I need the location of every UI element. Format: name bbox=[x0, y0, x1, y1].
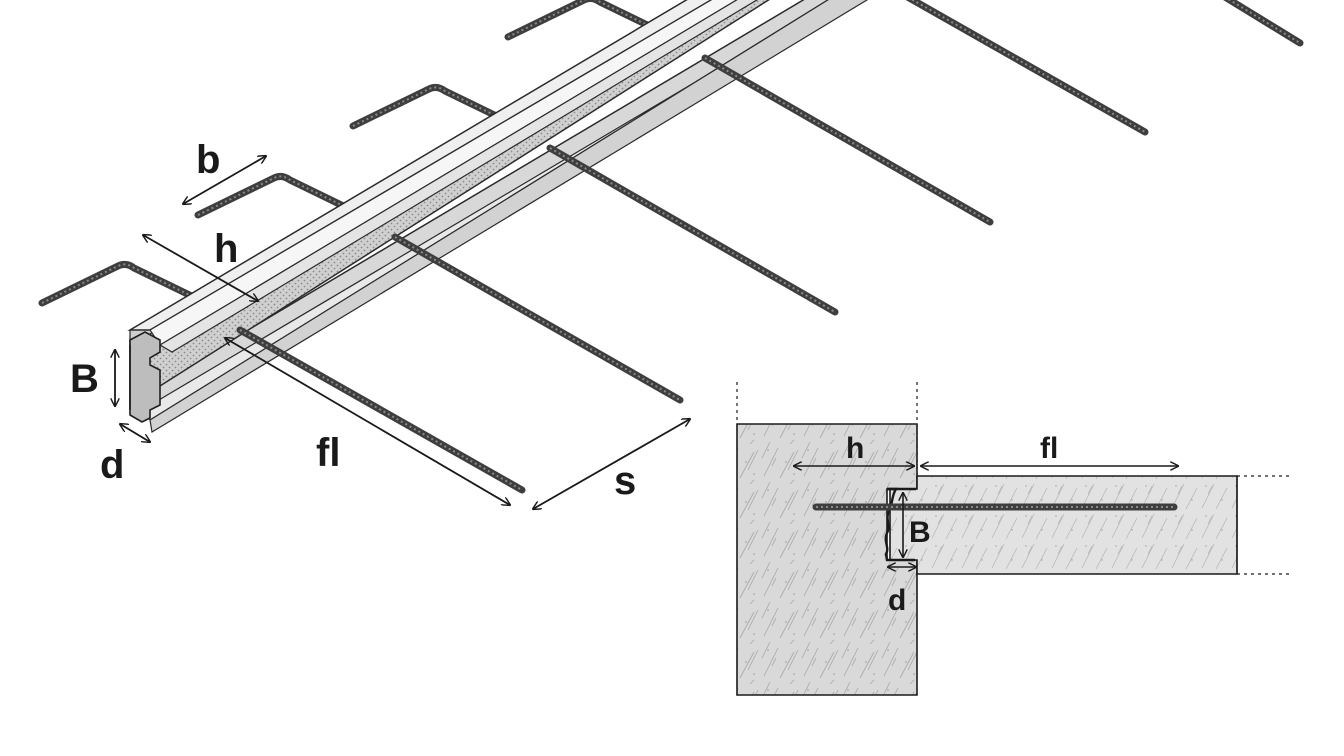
section-label-h: h bbox=[846, 432, 864, 465]
label-s: s bbox=[614, 459, 636, 503]
rebar-front-5 bbox=[905, 0, 1149, 136]
label-b: b bbox=[196, 138, 220, 182]
rebar-front-4 bbox=[701, 54, 994, 226]
concrete-slab bbox=[889, 475, 1238, 575]
section-label-fl: fl bbox=[1040, 432, 1058, 465]
isometric-view: b h B d fl s bbox=[38, 0, 1304, 509]
rebar-front-3 bbox=[546, 144, 839, 316]
label-fl: fl bbox=[316, 431, 340, 475]
label-B: B bbox=[70, 357, 99, 401]
rebar-front-2 bbox=[391, 233, 684, 404]
dimension-fl-arrow bbox=[225, 338, 510, 505]
profile-end-face bbox=[129, 331, 161, 423]
section-label-B: B bbox=[909, 516, 931, 549]
profile-rail bbox=[127, 0, 869, 433]
section-label-d: d bbox=[888, 584, 906, 617]
label-h: h bbox=[214, 227, 238, 271]
dimension-b-arrow bbox=[183, 156, 266, 204]
dimension-d-arrow bbox=[120, 424, 150, 442]
profile-joint bbox=[884, 487, 915, 562]
dimension-s-arrow bbox=[533, 419, 690, 509]
dimension-h-arrow bbox=[143, 235, 258, 301]
label-d: d bbox=[100, 443, 124, 487]
section-view: h fl B d bbox=[736, 382, 1292, 696]
